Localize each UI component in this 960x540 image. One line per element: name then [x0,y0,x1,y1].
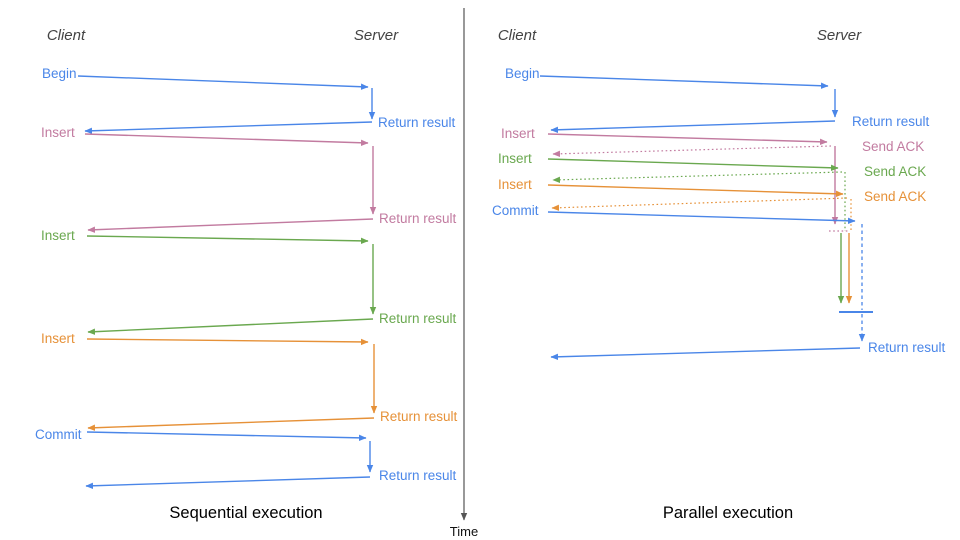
par-insert3-message: Insert Send ACK [498,177,926,304]
par-commit-message: Commit Return result [492,203,946,360]
seq-commit-message: Commit Return result [35,427,457,489]
par-begin-return-arrow [550,120,836,133]
par-insert2-ack-label: Send ACK [864,164,926,179]
seq-insert1-return-arrow [87,218,374,233]
par-insert2-request-arrow [547,158,839,171]
parallel-title: Parallel execution [663,504,793,522]
par-final-return-arrow [550,347,861,360]
parallel-panel: Client Server Begin Return result Insert… [492,27,946,522]
left-client-header: Client [47,27,86,44]
seq-begin-request-arrow [77,75,369,90]
seq-commit-label: Commit [35,427,82,442]
par-begin-return-label: Return result [852,114,930,129]
right-client-header: Client [498,27,537,44]
par-begin-request-arrow [539,75,829,89]
seq-insert3-label: Insert [41,331,75,346]
seq-begin-message: Begin Return result [42,66,456,134]
left-server-header: Server [354,27,399,44]
seq-insert2-label: Insert [41,228,75,243]
par-insert1-ack-arrow [552,145,832,157]
par-insert3-ack-arrow [551,197,848,211]
sequential-title: Sequential execution [169,504,322,522]
right-server-header: Server [817,27,862,44]
par-insert3-label: Insert [498,177,532,192]
par-commit-label: Commit [492,203,539,218]
seq-insert2-return-arrow [87,318,374,335]
seq-insert1-return-label: Return result [379,211,457,226]
par-insert2-message: Insert Send ACK [498,151,926,304]
par-insert1-message: Insert Send ACK [501,126,924,225]
seq-commit-return-arrow [85,476,371,489]
seq-insert2-return-label: Return result [379,311,457,326]
par-insert1-ack-label: Send ACK [862,139,924,154]
par-insert1-request-arrow [547,133,828,145]
time-axis-label: Time [450,524,478,539]
seq-begin-return-label: Return result [378,115,456,130]
par-insert3-request-arrow [547,184,844,197]
par-commit-request-arrow [547,211,856,224]
sequential-panel: Client Server Begin Return result Insert… [35,27,458,522]
seq-insert1-request-arrow [84,133,369,146]
seq-commit-request-arrow [86,431,367,442]
time-axis: Time [450,8,478,539]
par-insert2-ack-arrow [552,171,843,184]
seq-insert1-label: Insert [41,125,75,140]
par-begin-message: Begin Return result [505,66,930,133]
seq-insert2-request-arrow [86,235,369,245]
seq-commit-return-label: Return result [379,468,457,483]
seq-begin-return-arrow [84,121,373,134]
seq-insert3-return-arrow [87,417,375,431]
seq-insert1-message: Insert Return result [41,125,457,233]
seq-insert3-message: Insert Return result [41,331,458,431]
par-insert2-label: Insert [498,151,532,166]
par-begin-label: Begin [505,66,540,81]
par-final-return-label: Return result [868,340,946,355]
seq-begin-label: Begin [42,66,77,81]
par-insert1-label: Insert [501,126,535,141]
par-insert3-ack-label: Send ACK [864,189,926,204]
seq-insert3-request-arrow [86,338,369,346]
seq-insert3-return-label: Return result [380,409,458,424]
seq-insert2-message: Insert Return result [41,228,457,335]
